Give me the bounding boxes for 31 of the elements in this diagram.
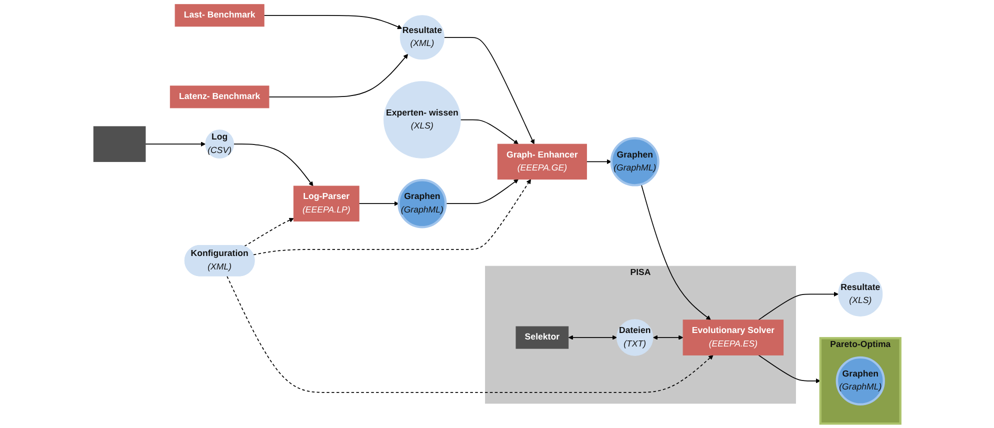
node-circle: Resultate (XLS)	[838, 272, 883, 316]
arrow	[758, 292, 839, 320]
arrow	[358, 201, 399, 206]
node-circle: Resultate (XML)	[400, 15, 444, 60]
arrow	[226, 276, 714, 393]
node-box: Log-Parser (EEEPA.LP)	[293, 186, 360, 222]
node-circle: Dateien (TXT)	[616, 319, 654, 356]
arrow	[652, 335, 684, 340]
arrow	[444, 36, 535, 144]
arrow	[460, 119, 519, 144]
node-circle: Experten- wissen (XLS)	[384, 81, 461, 158]
arrow	[145, 142, 206, 146]
node-box	[93, 126, 146, 162]
node-box: Latenz- Benchmark	[170, 86, 270, 108]
node-circle: Graphen (GraphML)	[836, 356, 885, 406]
node-circle: Graphen (GraphML)	[398, 179, 447, 228]
arrow	[640, 184, 711, 320]
arrow	[758, 354, 821, 384]
arrow	[586, 159, 612, 164]
arrow	[568, 335, 617, 340]
node-box: Evolutionary Solver (EEEPA.ES)	[682, 320, 784, 356]
node-box: Selektor	[516, 326, 569, 349]
arrow	[445, 179, 519, 204]
arrow	[264, 14, 402, 30]
arrow	[268, 54, 408, 98]
node-circle: Graphen (GraphML)	[610, 137, 660, 186]
node-box: Last- Benchmark	[174, 4, 264, 27]
node-circle: Log (CSV)	[205, 130, 234, 159]
arrow	[244, 218, 294, 247]
arrow	[233, 144, 314, 186]
node-box: Graph- Enhancer (EEEPA.GE)	[497, 144, 587, 180]
